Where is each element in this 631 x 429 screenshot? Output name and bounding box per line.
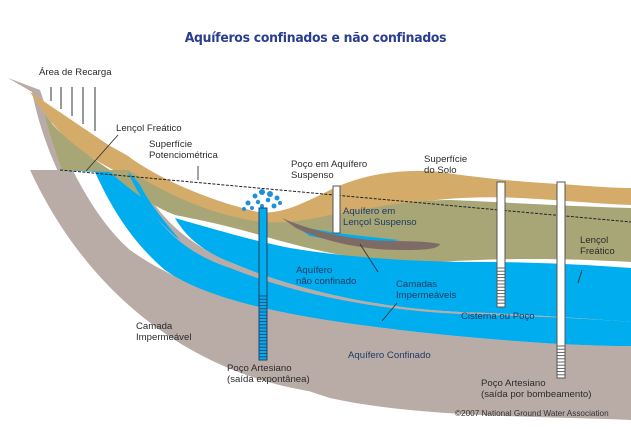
perched-aquifer-well — [332, 185, 341, 234]
soil-layer — [30, 92, 631, 225]
label-pumped-artesian-well: Poço Artesiano (saída por bombeamento) — [481, 378, 592, 400]
label-perched-aquifer: Aquífero em Lençol Suspenso — [343, 206, 417, 228]
perched-impermeable-lens — [282, 218, 440, 250]
artesian-fountain — [242, 189, 282, 211]
pumped-artesian-well — [556, 181, 566, 379]
bedrock-impermeable-layer — [8, 78, 631, 420]
label-flowing-artesian-well: Poço Artesiano (saída expontânea) — [227, 363, 310, 385]
unconfined-aquifer — [175, 218, 631, 322]
label-recharge-area: Área de Recarga — [39, 67, 112, 78]
label-confined-aquifer: Aquífero Confinado — [348, 350, 431, 361]
label-potentiometric-surface: Superfície Potenciométrica — [149, 139, 218, 161]
potentiometric-surface-line — [59, 169, 631, 223]
leader-lines — [85, 134, 583, 322]
flowing-artesian-well — [258, 207, 268, 361]
label-impermeable-layers: Camadas Impermeáveis — [396, 279, 457, 301]
label-unconfined-aquifer: Aquífero não confinado — [296, 265, 357, 287]
cistern-well — [496, 181, 506, 308]
unsaturated-zone — [45, 115, 631, 263]
label-ground-surface: Superfície do Solo — [424, 154, 468, 176]
confined-aquifer — [60, 170, 631, 346]
label-perched-well: Poço em Aquífero Suspenso — [291, 159, 368, 181]
copyright-credit: ©2007 National Ground Water Association — [455, 409, 609, 418]
recharge-lines — [50, 87, 96, 131]
lower-impermeable-layer — [30, 170, 631, 394]
perched-aquifer — [292, 224, 400, 243]
label-impermeable-layer: Camada Impermeável — [136, 321, 192, 343]
diagram-title: Aquíferos confinados e não confinados — [184, 30, 447, 46]
label-water-table-left: Lençol Freático — [116, 123, 182, 134]
label-water-table-right: Lençol Freático — [580, 235, 615, 257]
label-cistern-well: Cisterna ou Poço — [461, 311, 535, 322]
